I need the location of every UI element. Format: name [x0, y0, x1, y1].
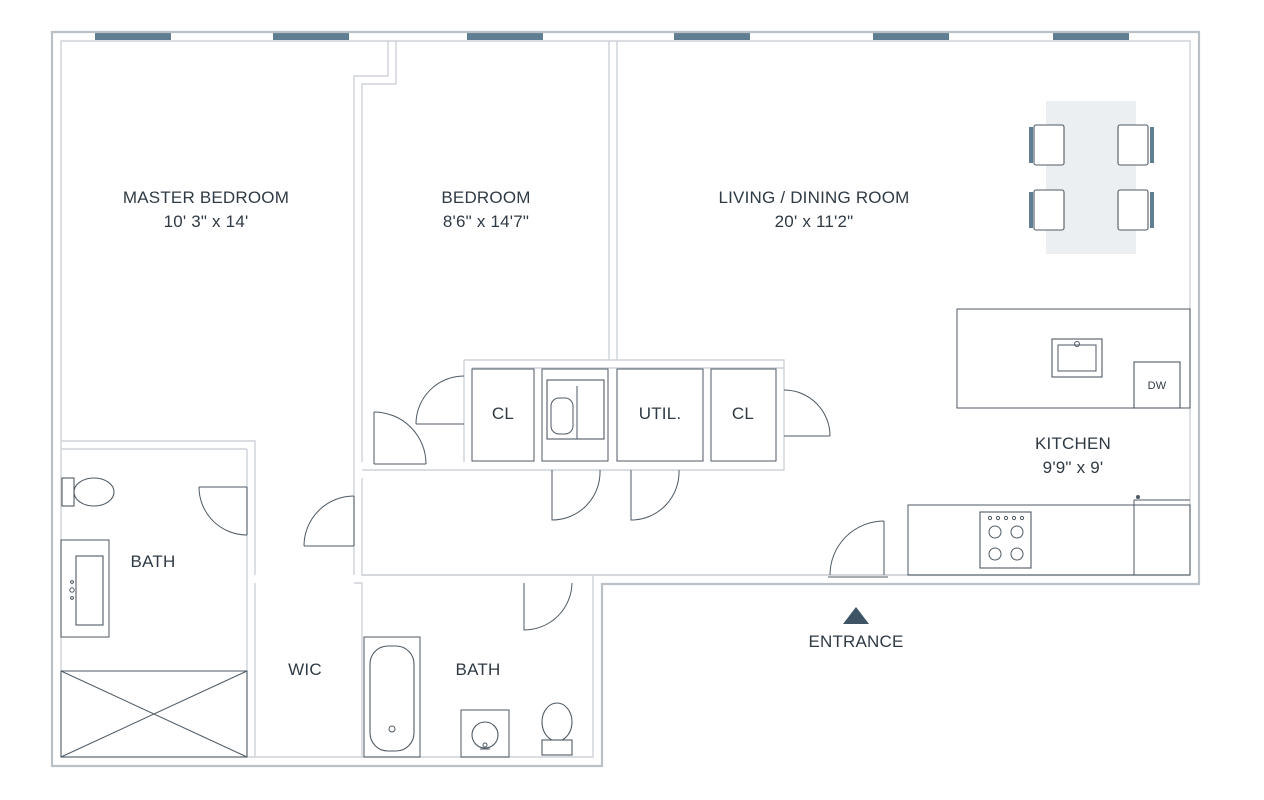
bedroom-name: BEDROOM — [441, 188, 530, 207]
closet-left-name: CL — [492, 404, 514, 423]
entrance-label: ENTRANCE — [808, 632, 903, 651]
entrance-marker — [843, 607, 869, 624]
living-dining-size: 20' x 11'2" — [775, 212, 854, 231]
door-hall-bath — [523, 582, 573, 631]
wall-closet-row — [362, 359, 785, 471]
wall-bedroom-living — [608, 41, 618, 360]
dishwasher — [1133, 361, 1181, 409]
hall-toilet-bowl — [541, 702, 573, 742]
kitchen-counter — [907, 504, 1191, 576]
window-master-1 — [95, 33, 171, 40]
master-bedroom-name: MASTER BEDROOM — [123, 188, 289, 207]
master-bedroom-size: 10' 3" x 14' — [164, 212, 249, 231]
wall-master-bath-top — [61, 440, 256, 575]
closet-right-name: CL — [732, 404, 754, 423]
doors — [198, 375, 888, 631]
door-entrance — [828, 520, 888, 578]
kitchen-fixtures: DW — [907, 308, 1191, 576]
hall-bath-name: BATH — [456, 660, 501, 679]
door-master-bath — [198, 486, 248, 536]
washer-dryer — [546, 379, 605, 440]
utility-box — [616, 368, 704, 462]
closet-right-box — [710, 368, 777, 462]
wall-master-bedroom-partition — [353, 41, 389, 470]
interior-walls — [61, 41, 1190, 757]
hall-bath-fixtures — [363, 636, 573, 758]
door-utility — [630, 469, 680, 521]
windows — [95, 33, 1129, 40]
master-toilet-tank — [61, 477, 75, 507]
door-bedroom — [373, 411, 427, 465]
master-vanity — [60, 539, 110, 638]
room-labels: MASTER BEDROOM 10' 3" x 14' BEDROOM 8'6"… — [123, 188, 1111, 679]
window-master-2 — [273, 33, 349, 40]
kitchen-name: KITCHEN — [1035, 434, 1111, 453]
kitchen-island — [956, 308, 1191, 409]
bedroom-size: 8'6" x 14'7" — [443, 212, 529, 231]
door-master-entry — [303, 495, 355, 547]
dishwasher-label: DW — [1148, 380, 1167, 392]
master-bath-name: BATH — [131, 552, 176, 571]
door-laundry — [551, 469, 601, 521]
wall-master-bedroom-partition-b — [361, 41, 397, 462]
dining-set — [1029, 101, 1154, 254]
master-sink — [75, 555, 104, 626]
dining-table — [1046, 101, 1136, 254]
master-shower — [60, 670, 248, 758]
hall-toilet-tank — [541, 739, 573, 756]
kitchen-size: 9'9" x 9' — [1043, 458, 1104, 477]
window-living-1 — [674, 33, 750, 40]
chair-2 — [1029, 189, 1065, 231]
hall-sink — [471, 721, 499, 749]
closet-left-box — [471, 368, 535, 462]
master-bath-fixtures — [60, 477, 248, 758]
exterior-wall-outer — [50, 30, 1201, 768]
laundry-box — [541, 368, 609, 462]
window-bedroom — [467, 33, 543, 40]
chair-4 — [1117, 189, 1154, 231]
window-living-2 — [873, 33, 949, 40]
exterior-walls — [50, 30, 1201, 768]
door-closet-right — [783, 389, 831, 437]
cooktop — [979, 511, 1032, 569]
window-living-3 — [1053, 33, 1129, 40]
chair-1 — [1029, 124, 1065, 166]
master-toilet-bowl — [73, 477, 115, 507]
living-dining-name: LIVING / DINING ROOM — [718, 188, 909, 207]
closet-row — [471, 368, 777, 462]
door-closet-left — [415, 375, 465, 425]
wall-master-bath-right — [246, 449, 256, 757]
chair-3 — [1117, 124, 1154, 166]
wic-name: WIC — [288, 660, 322, 679]
hall-vanity — [460, 709, 510, 758]
bathtub — [363, 636, 421, 758]
exterior-wall-inner — [60, 40, 1191, 758]
utility-name: UTIL. — [639, 404, 682, 423]
